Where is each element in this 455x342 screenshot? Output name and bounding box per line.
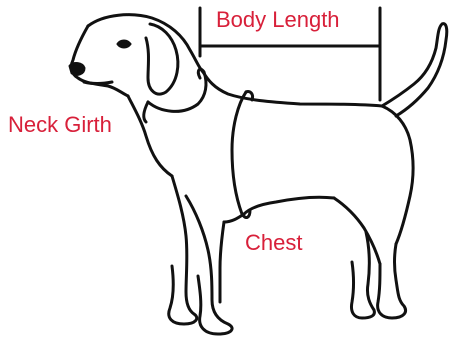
neck-girth-label: Neck Girth — [8, 114, 112, 136]
chest-label: Chest — [245, 232, 302, 254]
body-length-label: Body Length — [216, 9, 340, 31]
